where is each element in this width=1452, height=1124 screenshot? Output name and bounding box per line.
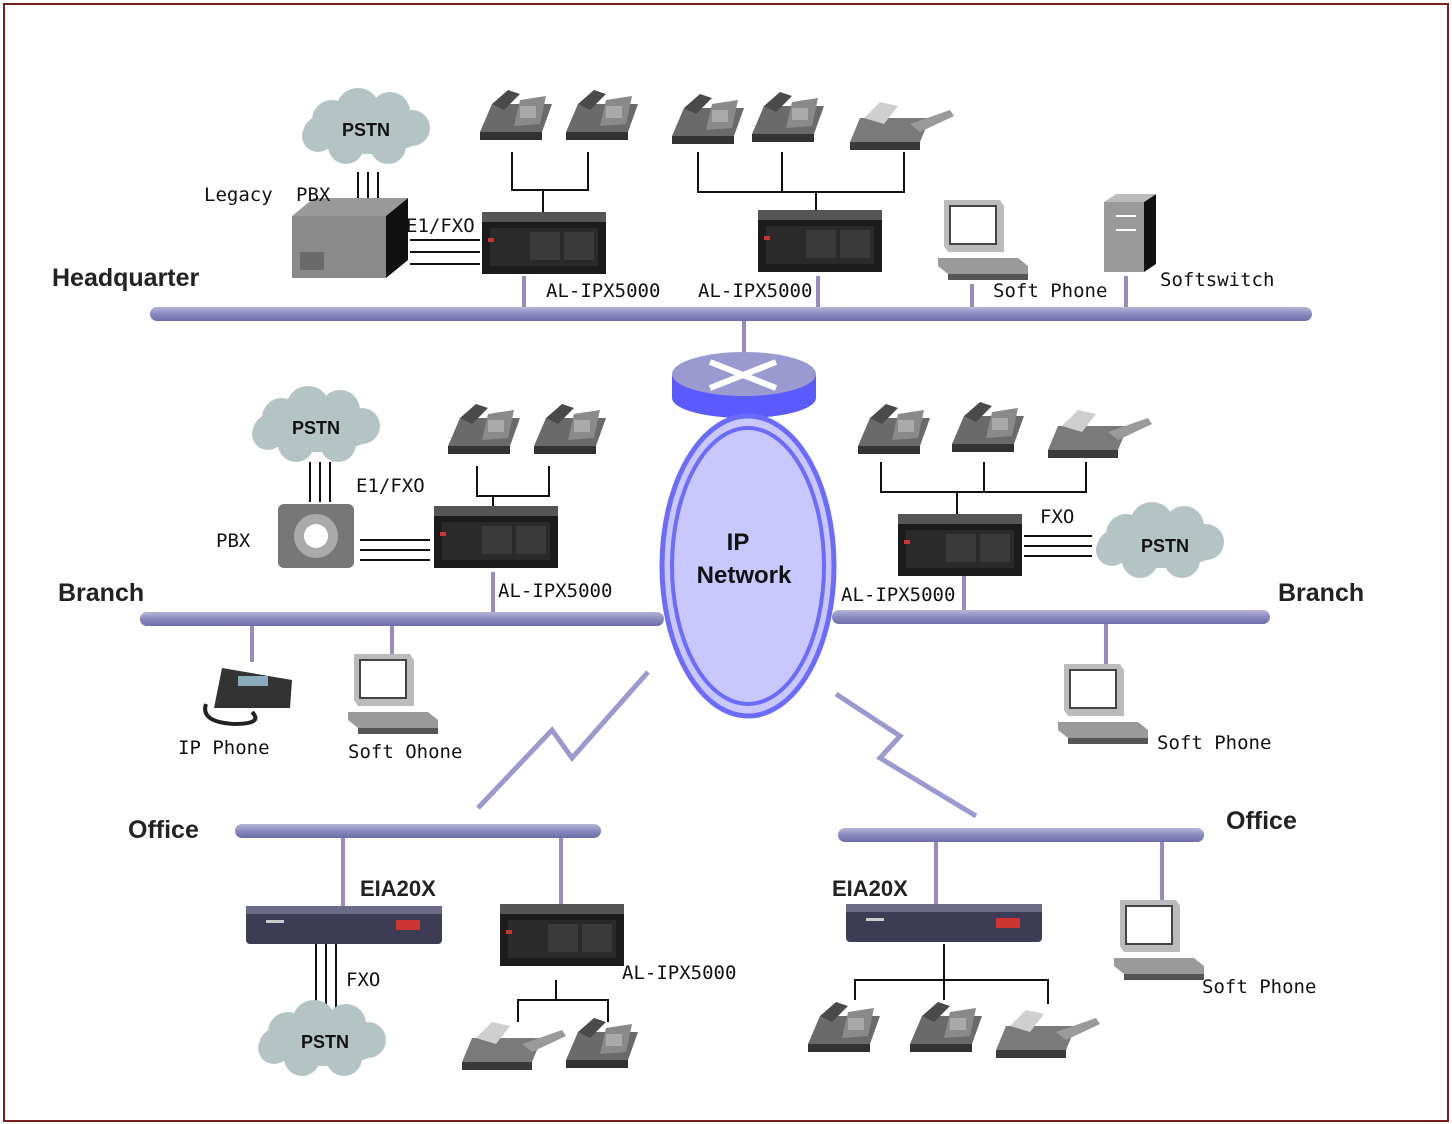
branch-left-phone-icon <box>534 404 606 454</box>
hq-soft-phone-label: Soft Phone <box>993 280 1107 302</box>
ip-network-line1: IP <box>727 529 750 556</box>
office-right-eia20x-icon <box>846 904 1042 942</box>
office-left-eia-label: EIA20X <box>360 876 436 901</box>
branch-left-phone-icon <box>448 404 520 454</box>
branch-right-bus <box>832 610 1270 624</box>
office-left-ipx-label: AL-IPX5000 <box>622 962 736 984</box>
hq-phone-icon <box>752 92 824 142</box>
ip-network-line2: Network <box>697 562 792 589</box>
branch-left-pstn-label: PSTN <box>292 418 340 438</box>
office-left-pstn-cloud: PSTN <box>258 1000 386 1076</box>
office-right-eia-label: EIA20X <box>832 876 908 901</box>
hq-fax-icon <box>850 102 954 150</box>
ip-network-cloud: IP Network <box>659 413 837 719</box>
headquarter-bus <box>150 307 1312 321</box>
office-left-fax-icon <box>462 1022 566 1070</box>
section-office-right: Office <box>1226 807 1297 835</box>
office-right-fax-icon <box>996 1010 1100 1058</box>
hq-phone-icon <box>480 90 552 140</box>
router-icon <box>672 352 816 418</box>
office-left-ipx5000-icon <box>500 904 624 966</box>
wan-link-right <box>834 691 978 819</box>
office-right-soft-phone-label: Soft Phone <box>1202 976 1316 998</box>
office-right-bus <box>838 828 1204 842</box>
branch-left-ipx-label: AL-IPX5000 <box>498 580 612 602</box>
branch-right-pstn-cloud: PSTN <box>1096 502 1224 578</box>
hq-pstn-cloud: PSTN <box>302 88 430 164</box>
branch-right-soft-phone-label: Soft Phone <box>1157 732 1271 754</box>
branch-left-ipx5000-icon <box>434 506 558 568</box>
soft-ohone-computer-icon <box>347 653 439 735</box>
office-left-eia20x-icon <box>246 906 442 944</box>
office-right-phone-icon <box>808 1002 880 1052</box>
branch-right-ipx5000-icon <box>898 514 1022 576</box>
office-left-phone-icon <box>566 1018 638 1068</box>
wan-link-left <box>476 670 650 810</box>
hq-ipx5000-icon <box>758 210 882 272</box>
section-branch-right: Branch <box>1278 579 1364 607</box>
office-left-fxo-label: FXO <box>346 969 380 991</box>
branch-right-pstn-label: PSTN <box>1141 536 1189 556</box>
phone-wiring <box>309 152 1092 1022</box>
hq-soft-phone-computer-icon <box>937 199 1029 281</box>
office-left-pstn-label: PSTN <box>301 1032 349 1052</box>
hq-phone-icon <box>672 94 744 144</box>
legacy-pbx-icon <box>292 198 408 278</box>
section-office-left: Office <box>128 816 199 844</box>
branch-right-fxo-label: FXO <box>1040 506 1074 528</box>
office-right-soft-phone-computer-icon <box>1113 899 1205 981</box>
ip-phone-icon <box>203 668 292 727</box>
branch-right-ipx-label: AL-IPX5000 <box>841 584 955 606</box>
branch-pbx-label: PBX <box>216 530 251 552</box>
branch-left-bus <box>140 612 664 626</box>
branch-left-pstn-cloud: PSTN <box>252 386 380 462</box>
branch-right-soft-phone-computer-icon <box>1057 663 1149 745</box>
hq-ipx5000-icon <box>482 212 606 274</box>
hq-pstn-label: PSTN <box>342 120 390 140</box>
branch-right-fax-icon <box>1048 410 1152 458</box>
softswitch-server-icon <box>1104 194 1156 272</box>
hq-ipx-label-1: AL-IPX5000 <box>546 280 660 302</box>
branch-e1fxo-label: E1/FXO <box>356 475 425 497</box>
branch-right-phone-icon <box>858 404 930 454</box>
office-left-bus <box>235 824 601 838</box>
branch-right-phone-icon <box>952 402 1024 452</box>
section-branch-left: Branch <box>58 579 144 607</box>
hq-ipx-label-2: AL-IPX5000 <box>698 280 812 302</box>
hq-e1fxo-label: E1/FXO <box>406 215 475 237</box>
legacy-label: Legacy <box>204 184 273 206</box>
ip-phone-label: IP Phone <box>178 737 270 759</box>
drop-lines <box>250 276 1164 906</box>
hq-pbx-label: PBX <box>296 184 331 206</box>
section-headquarter: Headquarter <box>52 264 200 292</box>
office-right-phone-icon <box>910 1002 982 1052</box>
hq-phone-icon <box>566 90 638 140</box>
branch-pbx-icon <box>278 504 354 568</box>
soft-ohone-label: Soft Ohone <box>348 741 462 763</box>
softswitch-label: Softswitch <box>1160 269 1274 291</box>
